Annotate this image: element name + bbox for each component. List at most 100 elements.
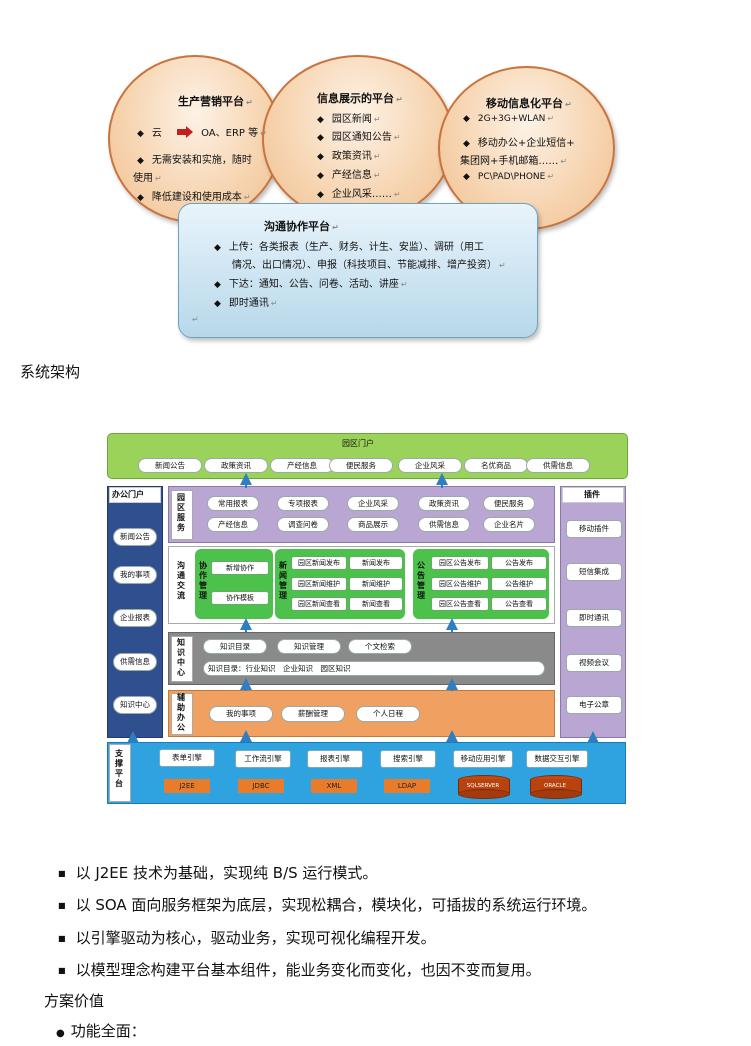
notice-item[interactable]: 园区公告发布 bbox=[431, 556, 489, 570]
knowledge-catalog-bar[interactable]: 知识目录：行业知识 企业知识 园区知识 bbox=[203, 661, 545, 676]
park-service-item[interactable]: 产经信息 bbox=[207, 517, 259, 532]
office-portal-item[interactable]: 新闻公告 bbox=[113, 528, 157, 546]
red-arrow-icon bbox=[177, 125, 194, 141]
bubble-information-line: ◆企业风采……↵ bbox=[317, 189, 401, 200]
portal-item[interactable]: 企业风采 bbox=[398, 458, 462, 473]
engine-item[interactable]: 搜索引擎 bbox=[380, 750, 436, 768]
plugin-item[interactable]: 短信集成 bbox=[566, 563, 622, 581]
office-portal-title: 办公门户 bbox=[112, 490, 144, 499]
engine-item[interactable]: 移动应用引擎 bbox=[453, 750, 513, 768]
news-item[interactable]: 园区新闻发布 bbox=[291, 556, 347, 570]
collab-mgmt-box bbox=[195, 549, 273, 619]
knowledge-item[interactable]: 知识目录 bbox=[203, 639, 267, 654]
knowledge-item[interactable]: 个文检索 bbox=[348, 639, 412, 654]
bubble-production-line: ◆无需安装和实施，随时 bbox=[137, 155, 252, 166]
park-service-item[interactable]: 供需信息 bbox=[418, 517, 470, 532]
park-service-item[interactable]: 便民服务 bbox=[483, 496, 535, 511]
office-portal-item[interactable]: 我的事项 bbox=[113, 566, 157, 584]
collaboration-line: ◆下达：通知、公告、问卷、活动、讲座↵ bbox=[214, 279, 408, 290]
bubble-information-line: ◆政策资讯↵ bbox=[317, 151, 381, 162]
database-icon: SQLSERVER bbox=[458, 775, 510, 799]
database-label: SQLSERVER bbox=[466, 783, 500, 789]
knowledge-label-box bbox=[171, 636, 193, 682]
news-item[interactable]: 园区新闻查看 bbox=[291, 597, 347, 611]
office-portal-item[interactable]: 知识中心 bbox=[113, 696, 157, 714]
park-service-item[interactable]: 调查问卷 bbox=[277, 517, 329, 532]
plugin-item[interactable]: 即时通讯 bbox=[566, 609, 622, 627]
office-portal-item[interactable]: 供需信息 bbox=[113, 653, 157, 671]
plugin-header bbox=[562, 487, 624, 503]
park-service-item[interactable]: 商品展示 bbox=[347, 517, 399, 532]
park-services-label-box bbox=[171, 490, 193, 540]
tech-item: J2EE bbox=[164, 779, 210, 793]
engine-item[interactable]: 表单引擎 bbox=[159, 749, 215, 767]
portal-item[interactable]: 供需信息 bbox=[526, 458, 590, 473]
collaboration-line: 情况、出口情况）、申报（科技项目、节能减排、增产投资）↵ bbox=[232, 260, 506, 271]
plugin-item[interactable]: 移动插件 bbox=[566, 520, 622, 538]
architecture-diagram: 园区门户 新闻公告 政策资讯 产经信息 便民服务 企业风采 名优商品 供需信息 … bbox=[107, 433, 628, 804]
office-portal-item[interactable]: 企业报表 bbox=[113, 609, 157, 627]
assist-item[interactable]: 我的事项 bbox=[209, 706, 273, 722]
notice-item[interactable]: 公告维护 bbox=[491, 577, 547, 591]
plugin-item[interactable]: 电子公章 bbox=[566, 696, 622, 714]
bubble-mobile-title: 移动信息化平台↵ bbox=[486, 97, 572, 110]
portal-item[interactable]: 便民服务 bbox=[329, 458, 393, 473]
portal-item[interactable]: 新闻公告 bbox=[138, 458, 202, 473]
assist-label-box bbox=[171, 693, 193, 735]
bubble-information-line: ◆产经信息↵ bbox=[317, 170, 381, 181]
support-label: 支撑平台 bbox=[115, 749, 123, 788]
news-item[interactable]: 新闻发布 bbox=[349, 556, 403, 570]
park-service-item[interactable]: 常用报表 bbox=[207, 496, 259, 511]
plugin-title: 插件 bbox=[584, 490, 600, 499]
communication-label: 沟通交流 bbox=[177, 561, 185, 600]
park-service-item[interactable]: 政策资讯 bbox=[418, 496, 470, 511]
value-title: 方案价值 bbox=[44, 992, 105, 1010]
tech-item: JDBC bbox=[238, 779, 284, 793]
park-service-item[interactable]: 企业名片 bbox=[483, 517, 535, 532]
plugin-item[interactable]: 视频会议 bbox=[566, 654, 622, 672]
collaboration-platform-box bbox=[178, 203, 538, 338]
database-label: ORACLE bbox=[544, 783, 566, 789]
value-item: ●功能全面： bbox=[56, 1022, 146, 1040]
assist-item[interactable]: 个人日程 bbox=[356, 706, 420, 722]
assist-item[interactable]: 薪酬管理 bbox=[281, 706, 345, 722]
park-services-band bbox=[168, 486, 555, 543]
bubble-mobile-line: ◆移动办公+企业短信+ bbox=[463, 138, 575, 149]
support-label-box bbox=[109, 744, 131, 802]
bullet-item: ■以引擎驱动为核心，驱动业务，实现可视化编程开发。 bbox=[58, 929, 436, 947]
bubble-production-line: ◆降低建设和使用成本↵ bbox=[137, 192, 251, 203]
bubble-information-title: 信息展示的平台↵ bbox=[317, 92, 403, 105]
collab-item[interactable]: 新增协作 bbox=[211, 561, 269, 575]
notice-item[interactable]: 园区公告维护 bbox=[431, 577, 489, 591]
engine-item[interactable]: 工作流引擎 bbox=[235, 750, 291, 768]
news-item[interactable]: 园区新闻维护 bbox=[291, 577, 347, 591]
database-icon: ORACLE bbox=[530, 775, 582, 799]
collab-item[interactable]: 协作模板 bbox=[211, 591, 269, 605]
knowledge-item[interactable]: 知识管理 bbox=[277, 639, 341, 654]
bubble-production bbox=[108, 55, 282, 223]
notice-item[interactable]: 公告查看 bbox=[491, 597, 547, 611]
tech-item: LDAP bbox=[384, 779, 430, 793]
news-item[interactable]: 新闻查看 bbox=[349, 597, 403, 611]
portal-item[interactable]: 政策资讯 bbox=[204, 458, 268, 473]
office-portal-header bbox=[109, 487, 161, 503]
notice-item[interactable]: 园区公告查看 bbox=[431, 597, 489, 611]
park-service-item[interactable]: 企业风采 bbox=[347, 496, 399, 511]
bubble-production-line: ◆云 OA、ERP 等↵ bbox=[137, 124, 267, 141]
engine-item[interactable]: 数据交互引擎 bbox=[526, 750, 588, 768]
notice-item[interactable]: 公告发布 bbox=[491, 556, 547, 570]
news-item[interactable]: 新闻维护 bbox=[349, 577, 403, 591]
bubble-production-title: 生产营销平台↵ bbox=[178, 95, 253, 108]
section-title: 系统架构 bbox=[20, 363, 81, 381]
notice-mgmt-label: 公告管理 bbox=[417, 561, 425, 600]
park-service-item[interactable]: 专项报表 bbox=[277, 496, 329, 511]
assist-label: 辅助办公 bbox=[177, 693, 185, 732]
bubble-production-line: 使用↵ bbox=[133, 173, 162, 184]
collab-mgmt-label: 协作管理 bbox=[199, 561, 207, 600]
bubble-information-line: ◆园区新闻↵ bbox=[317, 114, 381, 125]
bullet-item: ■以 J2EE 技术为基础，实现纯 B/S 运行模式。 bbox=[58, 864, 378, 882]
engine-item[interactable]: 报表引擎 bbox=[307, 750, 363, 768]
tech-item: XML bbox=[311, 779, 357, 793]
knowledge-label: 知识中心 bbox=[177, 638, 185, 677]
portal-title: 园区门户 bbox=[342, 439, 374, 448]
